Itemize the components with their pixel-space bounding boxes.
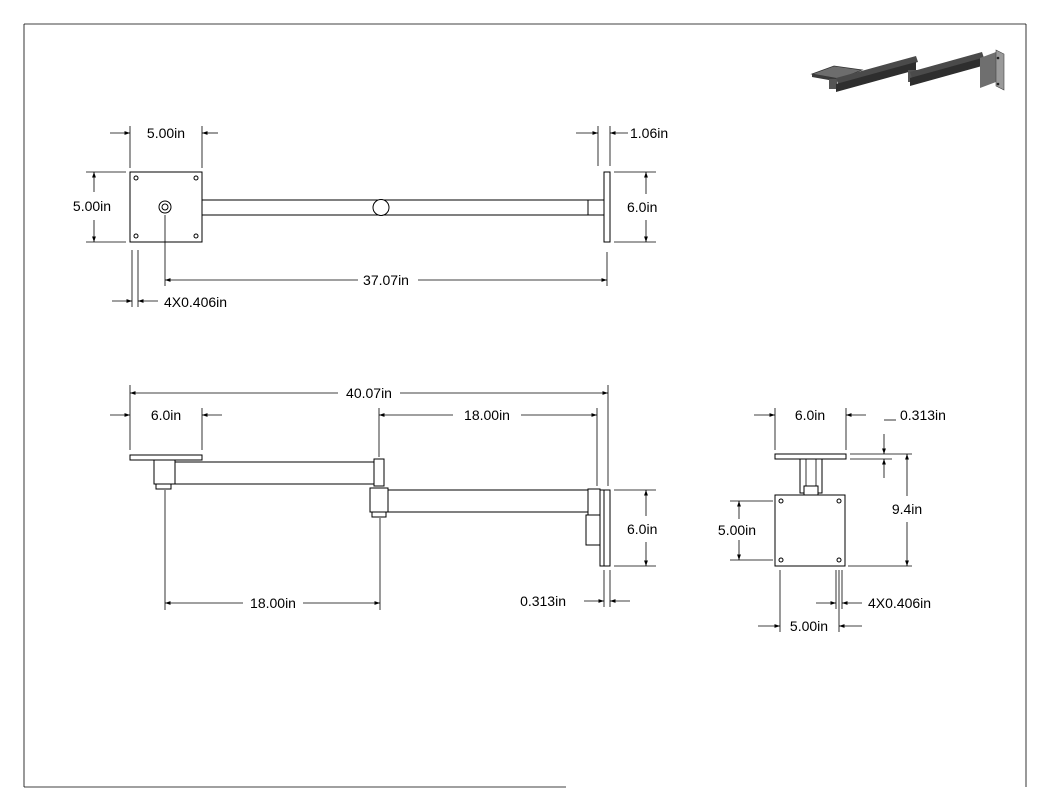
top-mount-height-label: 6.0in	[627, 199, 657, 215]
side-dim-bracket-width: 5.00in	[758, 570, 862, 634]
front-dim-mount-height: 6.0in	[614, 489, 657, 567]
front-mount-height-label: 6.0in	[627, 521, 657, 537]
side-dim-plate-thickness: 0.313in	[850, 407, 946, 478]
front-mount-thickness-label: 0.313in	[520, 593, 566, 609]
side-bracket-height-label: 5.00in	[718, 522, 756, 538]
front-view	[129, 454, 611, 567]
side-overall-height-label: 9.4in	[892, 501, 922, 517]
top-dim-mount-height: 6.0in	[614, 171, 657, 243]
top-dim-overall-length: 37.07in	[164, 215, 608, 288]
top-plate-height-label: 5.00in	[73, 198, 111, 214]
front-dim-plate-width: 6.0in	[110, 407, 222, 450]
iso-view-icon	[810, 49, 1005, 92]
front-outer-arm-label: 18.00in	[464, 407, 510, 423]
side-bracket-width-label: 5.00in	[790, 618, 828, 634]
top-dim-plate-height: 5.00in	[66, 171, 126, 243]
top-dim-plate-width: 5.00in	[110, 125, 218, 168]
top-plate-width-label: 5.00in	[147, 125, 185, 141]
top-dim-hole-spec: 4X0.406in	[112, 250, 227, 310]
front-dim-outer-arm: 18.00in	[378, 407, 598, 486]
front-dim-inner-arm: 18.00in	[164, 490, 381, 611]
side-dim-bracket-height: 5.00in	[712, 500, 773, 561]
side-plate-thickness-label: 0.313in	[900, 407, 946, 423]
side-dim-hole-spec: 4X0.406in	[816, 570, 931, 611]
front-dim-overall-length: 40.07in	[129, 385, 609, 486]
top-overall-length-label: 37.07in	[363, 272, 409, 288]
side-plate-width-label: 6.0in	[795, 407, 825, 423]
top-hole-spec-label: 4X0.406in	[164, 294, 227, 310]
front-dim-mount-thickness: 0.313in	[520, 570, 630, 609]
side-dim-overall-height: 9.4in	[848, 454, 930, 567]
sheet-border	[23, 23, 1027, 788]
top-view	[129, 171, 611, 243]
front-plate-width-label: 6.0in	[151, 407, 181, 423]
top-mount-thickness-label: 1.06in	[630, 125, 668, 141]
front-inner-arm-label: 18.00in	[250, 595, 296, 611]
top-dim-mount-thickness: 1.06in	[576, 125, 668, 166]
side-hole-spec-label: 4X0.406in	[868, 595, 931, 611]
front-overall-length-label: 40.07in	[346, 385, 392, 401]
side-view	[774, 453, 847, 567]
side-dim-plate-width: 6.0in	[754, 407, 866, 450]
